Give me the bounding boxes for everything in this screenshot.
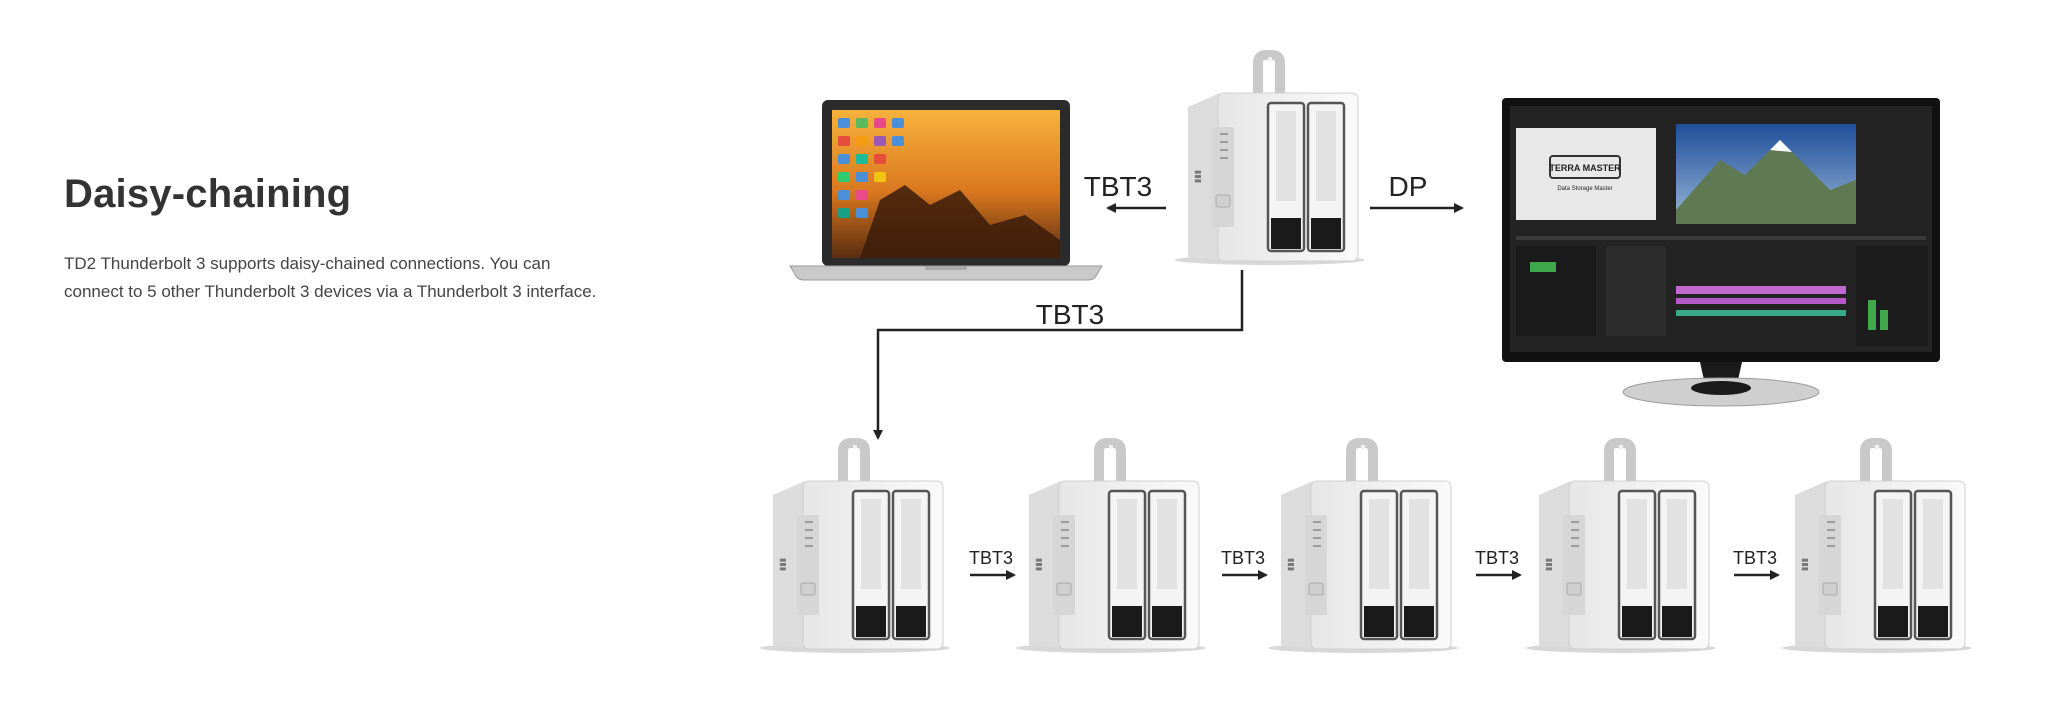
laptop-image [789, 100, 1103, 281]
connector-label-chain-4-5: TBT3 [1733, 548, 1777, 568]
connector-chain-4-5: TBT3 [1733, 548, 1780, 580]
nas-device-chain-4 [1526, 443, 1716, 653]
connector-label-monitor: DP [1389, 171, 1428, 202]
nas-device-main [1175, 55, 1365, 265]
nas-device-chain-1 [760, 443, 950, 653]
connector-label-chain-3-4: TBT3 [1475, 548, 1519, 568]
monitor-logo-text: TERRA MASTER [1549, 163, 1621, 173]
connector-label-chain-2-3: TBT3 [1221, 548, 1265, 568]
connector-label-chain-down: TBT3 [1036, 299, 1104, 330]
connector-label-laptop: TBT3 [1084, 171, 1152, 202]
connector-label-chain-1-2: TBT3 [969, 548, 1013, 568]
nas-device-chain-3 [1268, 443, 1458, 653]
connector-chain-1-2: TBT3 [969, 548, 1016, 580]
monitor-image: TERRA MASTER Data Storage Master [1502, 98, 1940, 407]
connector-chain-3-4: TBT3 [1475, 548, 1522, 580]
section-title: Daisy-chaining [64, 172, 352, 216]
monitor-logo-subtext: Data Storage Master [1557, 186, 1612, 192]
connector-chain-down: TBT3 [873, 270, 1244, 440]
nas-device-chain-2 [1016, 443, 1206, 653]
connector-chain-2-3: TBT3 [1221, 548, 1268, 580]
connector-monitor: DP [1370, 171, 1464, 213]
nas-device-chain-5 [1782, 443, 1972, 653]
section-description: TD2 Thunderbolt 3 supports daisy-chained… [64, 254, 597, 301]
connector-laptop: TBT3 [1084, 171, 1166, 213]
